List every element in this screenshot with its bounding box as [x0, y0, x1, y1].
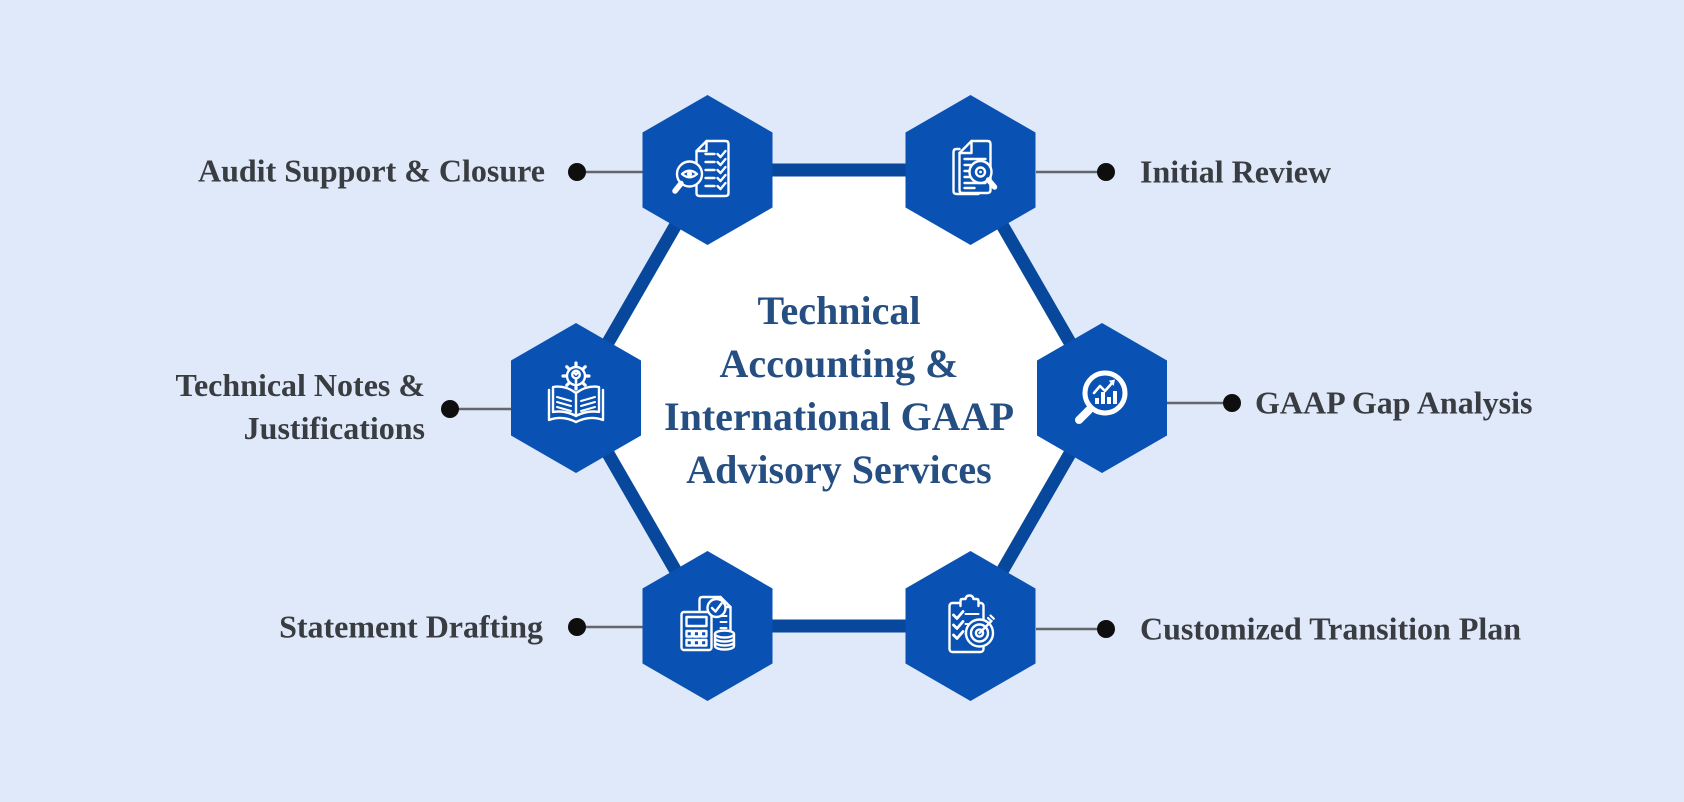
center-title-line-2: Accounting & [719, 341, 959, 386]
label-technical-notes-justifications: Technical Notes & Justifications [175, 367, 425, 446]
label-audit-support-closure: Audit Support & Closure [197, 152, 545, 189]
center-title: Technical Accounting & International GAA… [609, 284, 1069, 496]
center-title-line-1: Technical [757, 288, 921, 333]
magnifier-bar-chart-icon [1075, 370, 1128, 424]
connector-dot-middle-left [441, 400, 459, 418]
calculator-document-coins-icon [680, 595, 736, 652]
connector-lines [450, 170, 1232, 631]
connector-dot-top-right [1097, 163, 1115, 181]
label-customized-transition-plan: Customized Transition Plan [1140, 610, 1522, 647]
center-title-line-3: International GAAP [664, 394, 1014, 439]
label-statement-drafting: Statement Drafting [279, 608, 543, 645]
center-title-line-4: Advisory Services [686, 447, 992, 492]
connector-dot-bottom-left [568, 618, 586, 636]
connector-dots [441, 163, 1241, 638]
connector-dot-bottom-right [1097, 620, 1115, 638]
clipboard-target-icon [948, 594, 995, 654]
connector-dot-middle-right [1223, 394, 1241, 412]
label-gaap-gap-analysis: GAAP Gap Analysis [1255, 384, 1533, 421]
node-hexagons [511, 95, 1167, 701]
document-magnifier-icon [952, 139, 998, 196]
connector-dot-top-left [568, 163, 586, 181]
audit-checklist-magnifier-icon [672, 139, 730, 198]
label-initial-review: Initial Review [1140, 153, 1332, 190]
book-gear-wrench-icon [547, 361, 605, 424]
